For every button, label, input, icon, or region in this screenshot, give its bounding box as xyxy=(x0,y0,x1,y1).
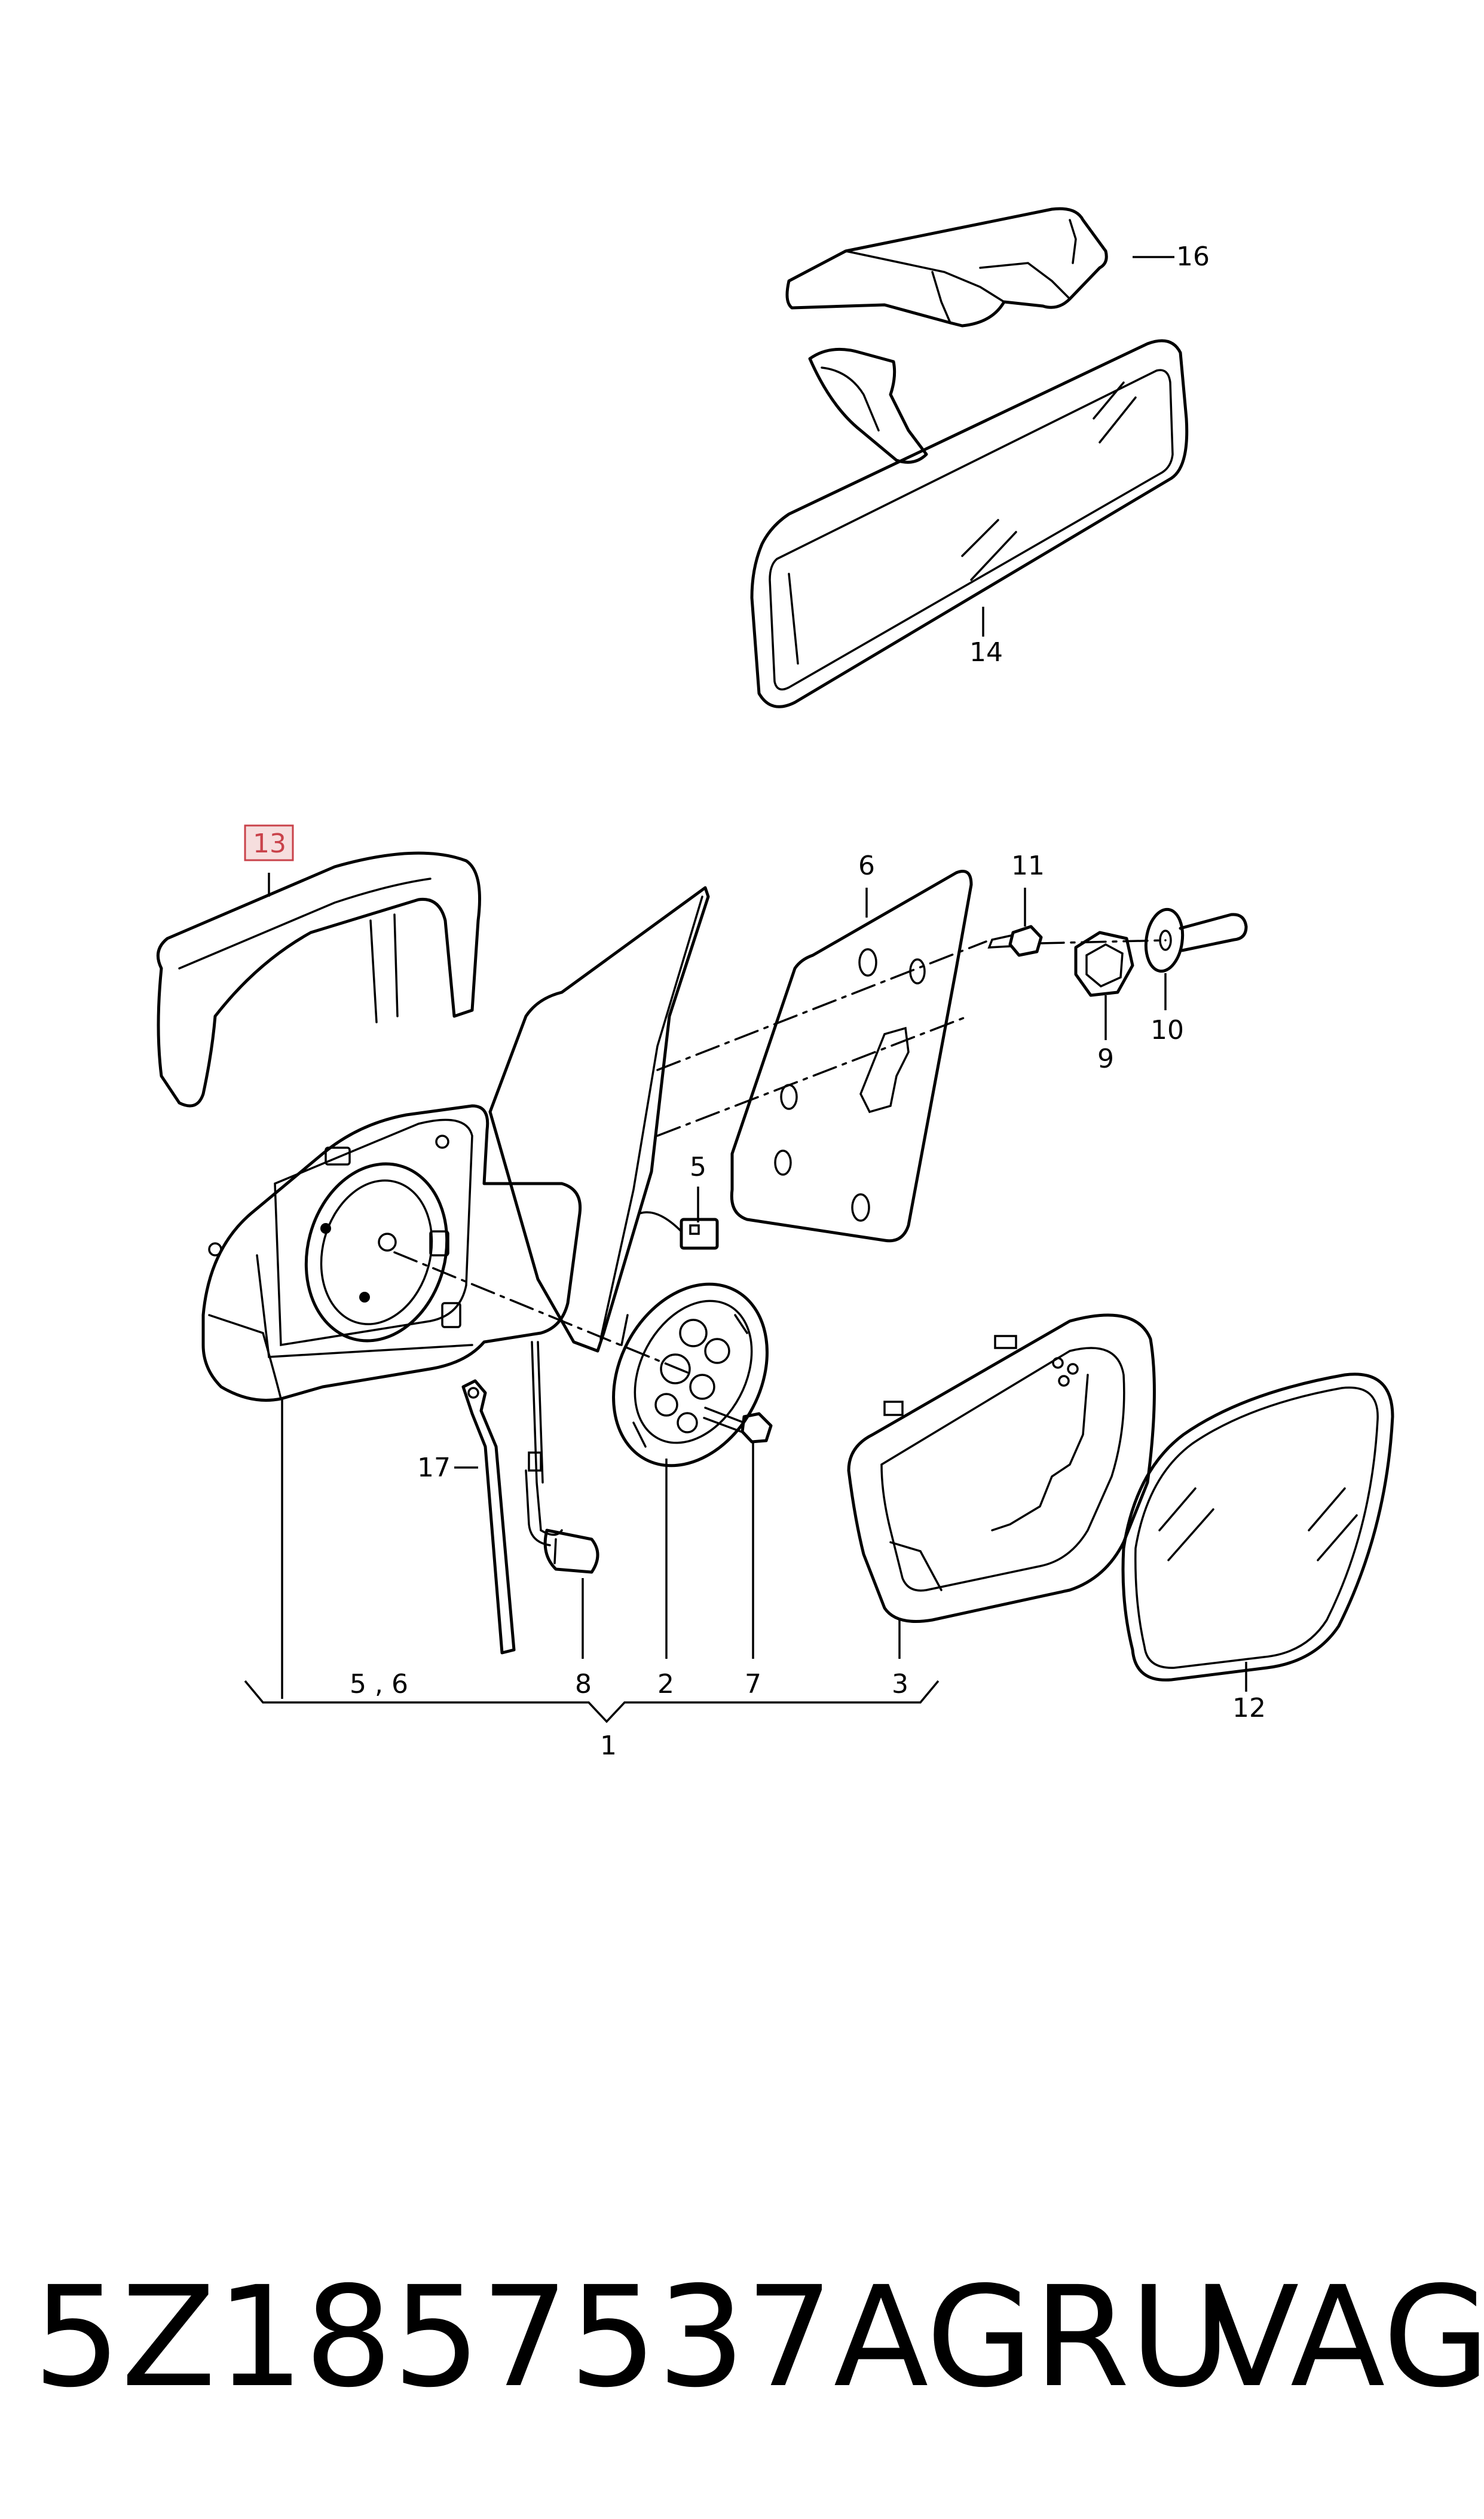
assembly-axes xyxy=(393,939,1167,1376)
mount-cover-part-16 xyxy=(785,207,1108,328)
part-number: 5Z1857537AGRU xyxy=(33,2257,1232,2418)
screw-part-7 xyxy=(703,1407,773,1444)
brand-name: VAG xyxy=(1204,2257,1484,2418)
nut-part-9 xyxy=(1074,931,1134,997)
callout-7: 7 xyxy=(745,1669,761,1699)
callout-12: 12 xyxy=(1232,1693,1266,1723)
callout-8: 8 xyxy=(575,1669,592,1699)
callout-17: 17 xyxy=(417,1453,451,1483)
callout-10: 10 xyxy=(1151,1015,1184,1045)
callout-6: 6 xyxy=(858,851,875,881)
trim-strip-part-17 xyxy=(461,1379,516,1655)
callout-5-6: 5 , 6 xyxy=(350,1669,408,1699)
leader-lines xyxy=(244,256,1247,1723)
screw-part-11 xyxy=(987,925,1043,957)
callout-1: 1 xyxy=(600,1731,617,1761)
mirror-housing-assembly xyxy=(201,886,710,1536)
callout-14: 14 xyxy=(969,637,1003,668)
motor-part-2 xyxy=(612,1282,769,1468)
callouts: 16 14 13 6 11 9 10 5 17 5 , 6 8 2 7 3 12… xyxy=(244,241,1266,1761)
mounting-plate-part-6 xyxy=(730,870,973,1243)
connector-part-5 xyxy=(638,1211,719,1250)
callout-13-highlight xyxy=(244,824,294,861)
callout-16: 16 xyxy=(1176,241,1210,272)
mirror-glass-part-12 xyxy=(1121,1372,1394,1682)
callout-11: 11 xyxy=(1011,851,1045,881)
glass-frame-part-3 xyxy=(847,1313,1156,1623)
callout-3: 3 xyxy=(892,1669,908,1699)
interior-mirror-part-14 xyxy=(750,339,1189,708)
mirror-cap-part-13 xyxy=(156,851,481,1108)
callout-5: 5 xyxy=(690,1152,706,1182)
footer: 5Z1857537AGRU VAG xyxy=(33,2248,1484,2451)
washer-part-10 xyxy=(1144,907,1248,973)
wiring-connector-part-8 xyxy=(525,1469,599,1574)
callout-13: 13 xyxy=(253,829,286,859)
callout-9: 9 xyxy=(1097,1044,1114,1074)
callout-2: 2 xyxy=(657,1669,674,1699)
